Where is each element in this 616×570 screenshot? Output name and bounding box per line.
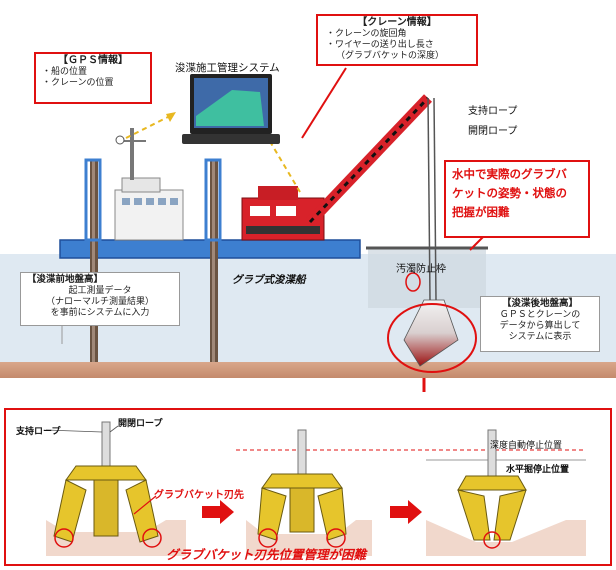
pre-box-title: 【浚渫前地盤高】 [27,274,104,285]
crane-boom [306,94,432,226]
depth-stop-label: 深度自動停止位置 [490,441,563,451]
laptop-icon [182,74,280,144]
post-dredge-box: 【浚渫後地盤高】 ＧＰＳとクレーンの データから算出して システムに表示 [480,296,600,352]
blade-tip-label: グラブバケット刃先 [154,490,244,501]
bucket-highlight [387,303,477,373]
vessel-label: グラブ式浚渫船 [232,274,306,286]
post-box-line-2: データから算出して [499,321,581,331]
crane-box-line-1: ・クレーンの旋回角 [326,29,407,39]
problem-line-1: 水中で実際のグラブバ [452,167,567,181]
gps-info-box: 【ＧＰＳ情報】 ・船の位置 ・クレーンの位置 [34,52,152,104]
problem-box: 水中で実際のグラブバ ケットの姿勢・状態の 把握が困難 [444,160,590,238]
pre-box-line-1: 起工測量データ [68,286,132,296]
bucket-sequence-graphics [45,421,586,556]
arrow-right-icon [202,500,234,524]
bottom-open-close-rope: 開閉ロープ [118,419,163,429]
bucket-closed [457,429,527,541]
crane-box-title: 【クレーン情報】 [357,17,437,28]
problem-line-3: 把握が困難 [452,205,510,219]
cabin [114,189,184,241]
post-box-line-1: ＧＰＳとクレーンの [499,310,581,320]
seabed [0,362,616,378]
pre-dredge-box: 【浚渫前地盤高】 起工測量データ （ナローマルチ測量結果） を事前にシステムに入… [20,272,180,326]
bottom-caption: グラブバケット刃先位置管理が困難 [166,547,367,562]
bucket-sequence-panel: 支持ロープ 開閉ロープ 深度自動停止位置 水平掘停止位置 グラブバケット刃先 グ… [4,408,612,566]
gps-box-line-1: ・船の位置 [42,67,88,77]
bucket-open [53,421,159,543]
gps-box-title: 【ＧＰＳ情報】 [58,55,128,66]
turbidity-frame [368,248,486,308]
system-label: 浚渫施工管理システム [175,62,280,74]
pre-box-line-3: を事前にシステムに入力 [50,308,150,318]
ropes [427,97,431,301]
pre-box-line-2: （ナローマルチ測量結果） [45,297,154,307]
bucket [403,299,459,367]
gps-box-line-2: ・クレーンの位置 [42,78,114,88]
problem-line-2: ケットの姿勢・状態の [452,186,567,200]
crane-box-line-2: ・ワイヤーの送り出し長さ [326,40,434,50]
post-box-line-3: システムに表示 [508,332,572,342]
bottom-support-rope: 支持ロープ [16,427,61,437]
bucket-half [257,429,347,541]
arrow-right-icon [390,500,422,524]
turbidity-label: 汚濁防止枠 [396,264,446,275]
open-close-rope-label: 開閉ロープ [468,126,518,137]
support-rope-label: 支持ロープ [468,106,518,117]
dredging-scene: 【ＧＰＳ情報】 ・船の位置 ・クレーンの位置 浚渫施工管理システム 【クレーン情… [0,14,616,392]
crane-box-line-3: （グラブバケットの深度） [336,51,445,61]
horizontal-stop-label: 水平掘停止位置 [506,465,570,475]
crane-info-box: 【クレーン情報】 ・クレーンの旋回角 ・ワイヤーの送り出し長さ （グラブバケット… [316,14,478,66]
post-box-title: 【浚渫後地盤高】 [501,298,578,309]
